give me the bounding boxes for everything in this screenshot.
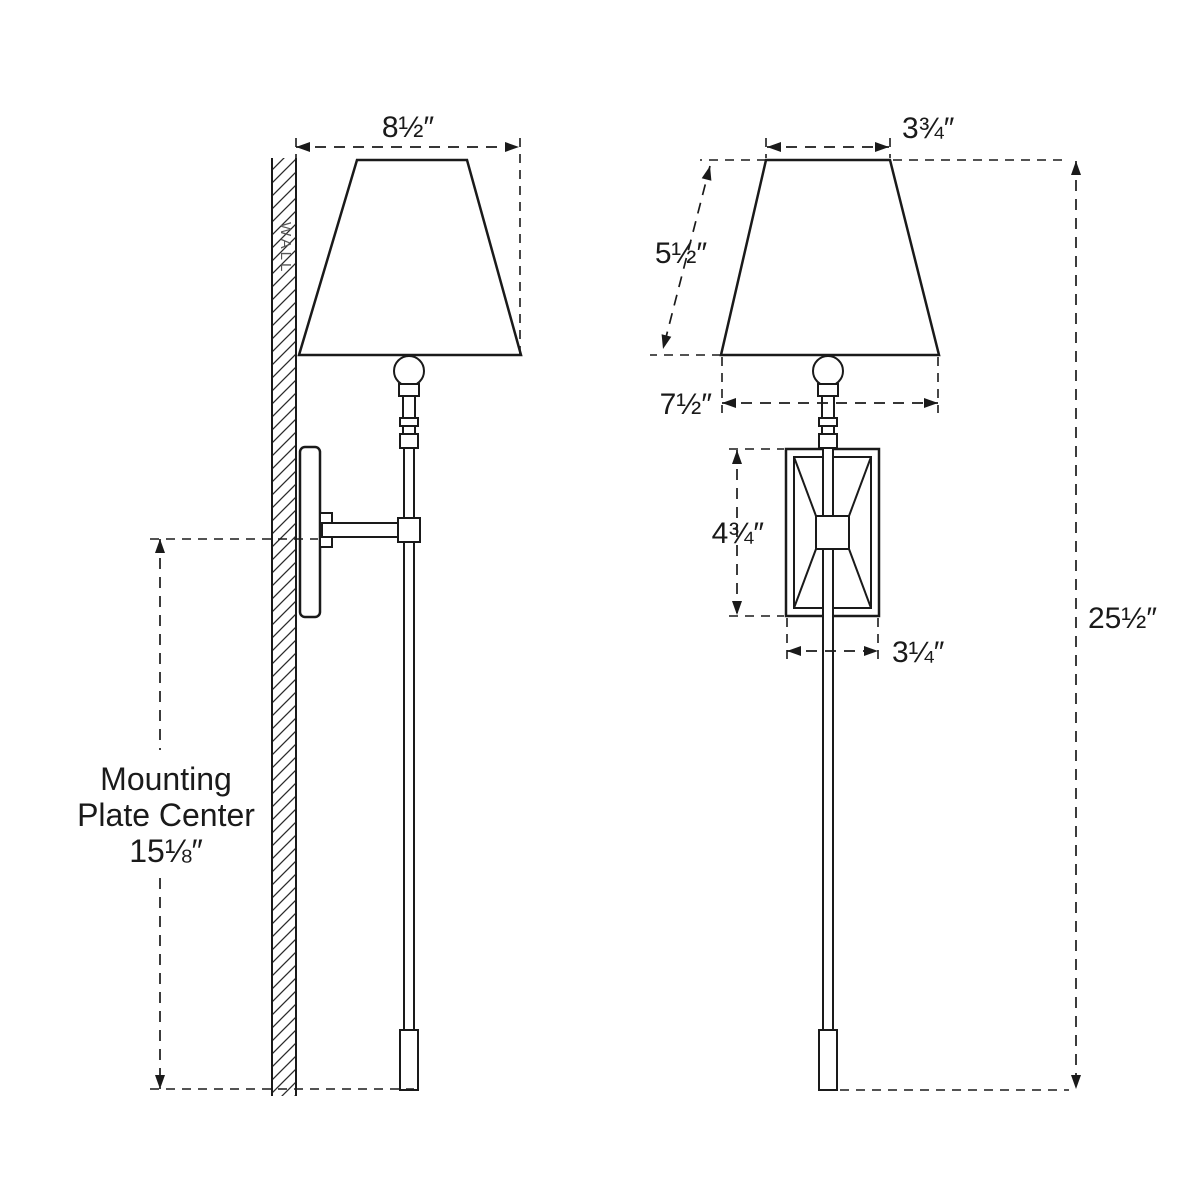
stem-collar-side bbox=[397, 517, 421, 543]
bulb-socket-side bbox=[393, 355, 425, 449]
mounting-label-value: 15⅛″ bbox=[129, 833, 203, 869]
bulb-socket-front bbox=[812, 355, 844, 449]
backplate-center-knob bbox=[815, 515, 850, 550]
dim-label-25-1-2: 25½″ bbox=[1088, 602, 1157, 635]
shade-front bbox=[719, 158, 941, 357]
dimensions: 8½″ 3¾″ 5½″ 7½″ bbox=[77, 111, 1157, 1091]
mounting-label-line1: Mounting bbox=[100, 761, 232, 797]
dim-label-8-1-2: 8½″ bbox=[382, 111, 435, 144]
dim-shade-bottom-width: 7½″ bbox=[660, 357, 939, 421]
dim-overall-height: 25½″ bbox=[840, 159, 1157, 1091]
dim-label-7-1-2: 7½″ bbox=[660, 388, 713, 421]
bulb-side bbox=[393, 355, 425, 387]
backplate-side bbox=[298, 445, 405, 619]
dim-label-3-1-4: 3¼″ bbox=[892, 636, 945, 669]
dim-label-4-3-4: 4¾″ bbox=[712, 517, 765, 550]
stem-front bbox=[815, 447, 850, 1091]
wall: WALL bbox=[271, 158, 297, 1096]
dim-mounting-plate-center: Mounting Plate Center 15⅛″ bbox=[77, 538, 414, 1090]
front-view bbox=[719, 158, 941, 1091]
dim-backplate-width: 3¼″ bbox=[786, 618, 945, 669]
stem-side bbox=[397, 447, 421, 1091]
dim-shade-slant-height: 5½″ bbox=[650, 159, 766, 356]
mounting-label-line2: Plate Center bbox=[77, 797, 255, 833]
stem-tip-front bbox=[818, 1029, 838, 1091]
dim-label-5-1-2: 5½″ bbox=[655, 237, 708, 270]
bulb-front bbox=[812, 355, 844, 387]
side-view: WALL bbox=[271, 158, 523, 1096]
dim-shade-width-side: 8½″ bbox=[295, 111, 521, 357]
stem-tip-side bbox=[399, 1029, 419, 1091]
wall-label: WALL bbox=[277, 222, 294, 274]
shade-side bbox=[297, 158, 523, 357]
dim-label-3-3-4: 3¾″ bbox=[902, 112, 955, 145]
dim-shade-top-width: 3¾″ bbox=[765, 112, 955, 158]
dim-backplate-height: 4¾″ bbox=[712, 448, 784, 617]
